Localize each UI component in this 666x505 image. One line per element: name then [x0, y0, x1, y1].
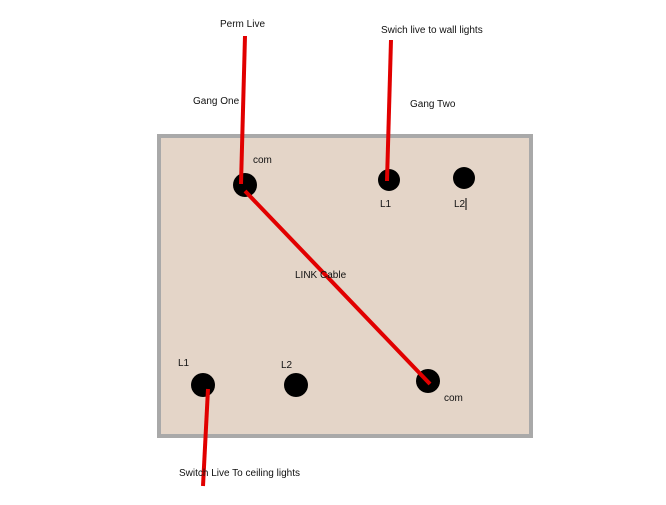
terminal-gang-one-l2 — [284, 373, 308, 397]
terminal-gang-one-l1 — [191, 373, 215, 397]
wire-switch-live-wall — [385, 39, 393, 182]
label-switch-live-ceiling: Switch Live To ceiling lights — [179, 468, 300, 479]
label-com-top: com — [253, 155, 272, 166]
terminal-gang-one-com — [233, 173, 257, 197]
label-l2-top: L2 — [454, 199, 466, 210]
label-l1-top: L1 — [380, 199, 392, 210]
wire-switch-live-ceiling — [201, 388, 210, 487]
label-gang-two: Gang Two — [410, 99, 456, 110]
switch-plate — [157, 134, 533, 438]
label-link-cable: LINK Cable — [295, 270, 347, 281]
label-l2-bottom: L2 — [281, 360, 293, 371]
label-gang-one: Gang One — [193, 96, 240, 107]
label-perm-live: Perm Live — [220, 19, 265, 30]
label-switch-live-wall: Swich live to wall lights — [381, 25, 483, 36]
terminal-gang-two-l2 — [453, 167, 475, 189]
label-com-bottom: com — [444, 393, 463, 404]
label-l1-bottom: L1 — [178, 358, 190, 369]
wire-link-cable — [243, 189, 432, 386]
wire-perm-live — [239, 35, 247, 185]
